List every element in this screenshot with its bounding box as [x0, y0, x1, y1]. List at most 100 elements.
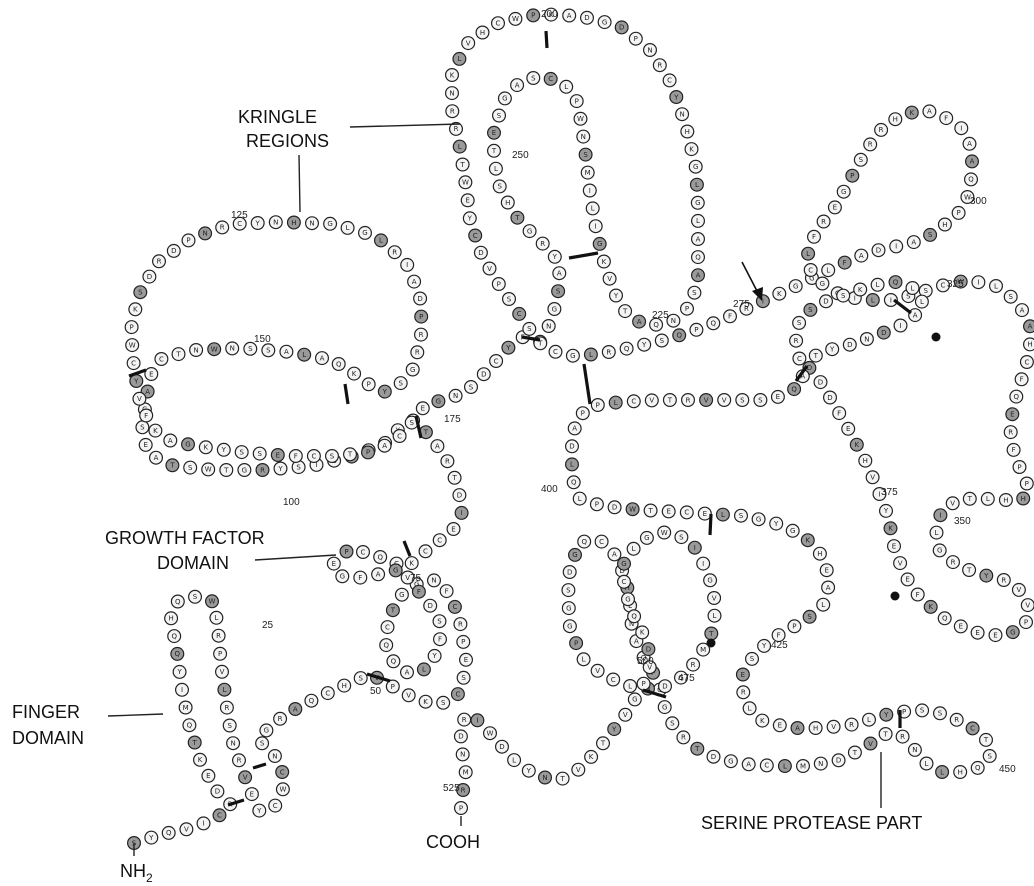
residue: Q	[387, 655, 400, 668]
residue: H	[1000, 494, 1013, 507]
svg-text:S: S	[140, 424, 145, 432]
residue: G	[593, 238, 606, 251]
svg-text:P: P	[459, 804, 463, 812]
residue-number: 375	[881, 487, 898, 498]
svg-text:D: D	[619, 24, 624, 32]
residue: T	[456, 158, 469, 171]
svg-text:P: P	[391, 683, 395, 691]
residue: P	[527, 9, 540, 22]
residue: F	[1007, 444, 1020, 457]
residue: Q	[162, 827, 175, 840]
residue: S	[262, 344, 275, 357]
svg-text:N: N	[431, 577, 436, 585]
svg-text:N: N	[230, 740, 235, 748]
svg-text:S: S	[469, 383, 474, 391]
residue: Y	[980, 569, 993, 582]
svg-text:S: S	[227, 722, 232, 730]
residue: D	[877, 326, 890, 339]
svg-text:Q: Q	[624, 345, 630, 353]
svg-text:W: W	[462, 179, 469, 187]
svg-text:C: C	[423, 548, 428, 556]
residue: E	[447, 523, 460, 536]
svg-text:D: D	[823, 298, 828, 306]
svg-text:G: G	[399, 591, 404, 599]
residue: M	[459, 766, 472, 779]
residue: F	[289, 450, 302, 463]
svg-text:G: G	[707, 577, 712, 585]
residue: N	[577, 130, 590, 143]
residue: G	[389, 564, 402, 577]
residue: D	[615, 21, 628, 34]
svg-text:T: T	[852, 749, 858, 757]
residue: S	[675, 531, 688, 544]
residue: D	[211, 785, 224, 798]
svg-text:E: E	[703, 510, 707, 518]
residue: H	[1017, 492, 1030, 505]
residue: R	[687, 658, 700, 671]
residue: C	[663, 74, 676, 87]
residue: Y	[145, 831, 158, 844]
residue: Q	[374, 551, 387, 564]
svg-text:T: T	[667, 396, 673, 404]
residue: T	[166, 459, 179, 472]
svg-text:W: W	[512, 15, 519, 23]
residue: D	[832, 754, 845, 767]
svg-text:P: P	[902, 708, 906, 716]
disulfide-bond	[546, 31, 547, 48]
residue: L	[341, 222, 354, 235]
svg-text:P: P	[1017, 463, 1021, 471]
svg-text:N: N	[912, 746, 917, 754]
residue: D	[496, 740, 509, 753]
svg-text:F: F	[843, 259, 847, 267]
residue: K	[598, 255, 611, 268]
svg-text:Q: Q	[581, 538, 587, 546]
svg-text:P: P	[461, 638, 465, 646]
residue: N	[449, 389, 462, 402]
residue: T	[980, 734, 993, 747]
residue: K	[685, 143, 698, 156]
residue: D	[455, 730, 468, 743]
svg-text:E: E	[276, 451, 280, 459]
residue: P	[362, 446, 375, 459]
svg-text:E: E	[824, 567, 828, 575]
svg-text:E: E	[666, 508, 670, 516]
svg-text:L: L	[940, 768, 944, 776]
svg-text:V: V	[220, 668, 225, 676]
svg-text:D: D	[171, 247, 176, 255]
svg-text:S: S	[583, 151, 588, 159]
svg-text:H: H	[863, 457, 868, 465]
svg-text:A: A	[515, 81, 520, 89]
svg-text:Q: Q	[377, 553, 383, 561]
residue: C	[513, 308, 526, 321]
svg-text:R: R	[278, 715, 283, 723]
svg-text:E: E	[451, 525, 455, 533]
residue: W	[658, 526, 671, 539]
svg-text:A: A	[634, 637, 639, 645]
svg-text:N: N	[647, 46, 652, 54]
residue-number: 175	[444, 414, 461, 425]
residue: P	[788, 620, 801, 633]
residue: W	[277, 783, 290, 796]
residue: C	[793, 352, 806, 365]
svg-text:L: L	[591, 205, 595, 213]
residue: L	[871, 278, 884, 291]
residue: R	[441, 455, 454, 468]
svg-text:I: I	[476, 717, 478, 725]
svg-text:E: E	[143, 441, 147, 449]
svg-text:K: K	[602, 258, 607, 266]
svg-text:N: N	[546, 322, 551, 330]
residue: N	[861, 333, 874, 346]
residue: V	[708, 592, 721, 605]
svg-text:G: G	[552, 305, 557, 313]
residue: M	[179, 701, 192, 714]
svg-text:K: K	[352, 370, 357, 378]
residue: P	[1020, 616, 1033, 629]
residue: L	[930, 526, 943, 539]
residue: P	[125, 321, 138, 334]
residue: G	[704, 574, 717, 587]
svg-text:S: S	[670, 720, 675, 728]
residue: I	[401, 259, 414, 272]
residue: C	[549, 345, 562, 358]
residue: S	[394, 377, 407, 390]
glycosylation-dot	[932, 333, 941, 342]
